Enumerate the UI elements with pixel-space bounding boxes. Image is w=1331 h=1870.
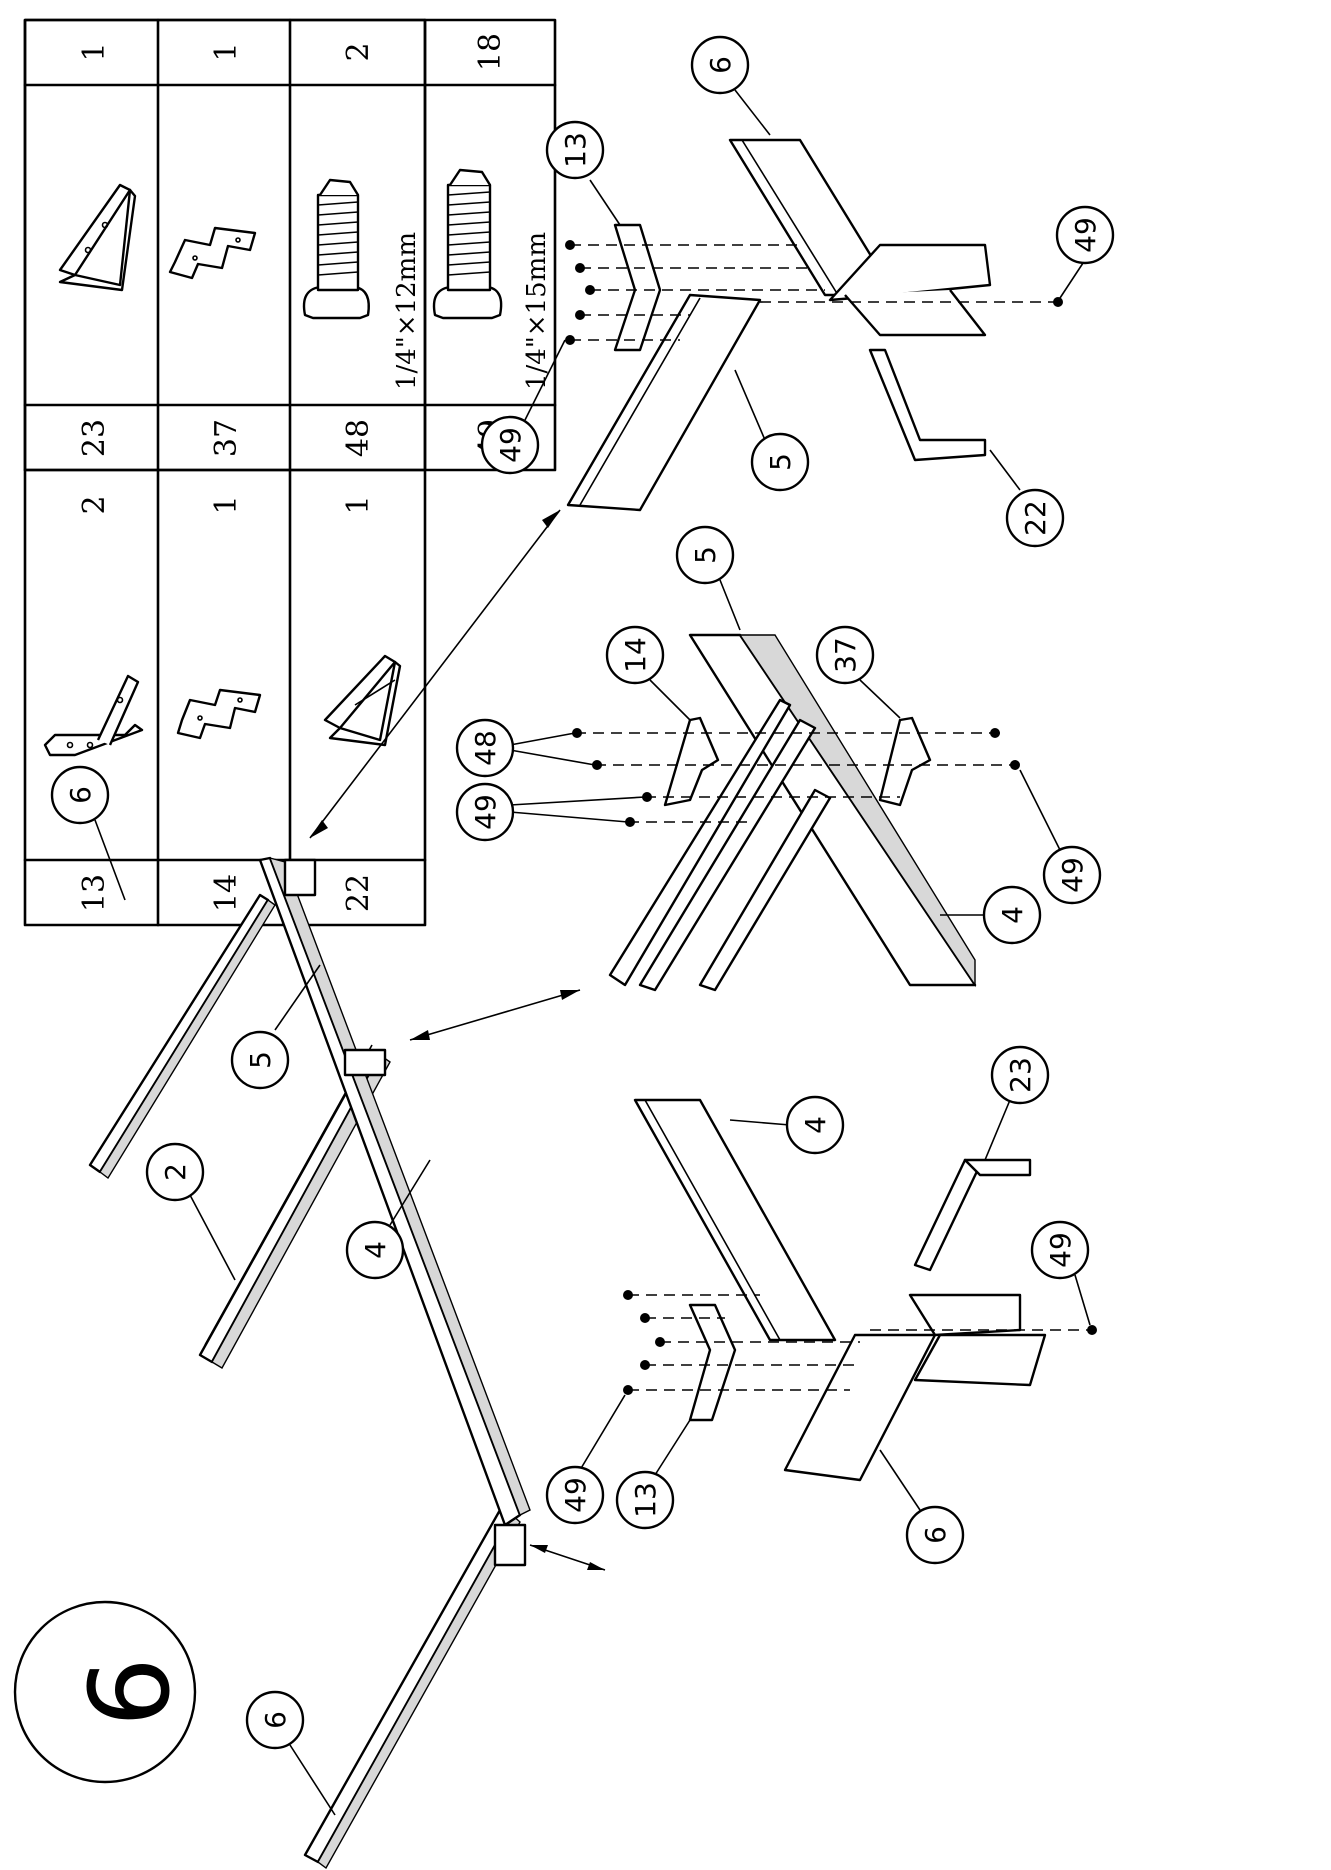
callout-bottom-49-left: 49 [545, 1465, 605, 1525]
callout-middle-48: 48 [455, 718, 515, 778]
svg-text:49: 49 [559, 1477, 592, 1513]
table-id-14: 14 [209, 874, 244, 912]
screws-top [565, 240, 1063, 345]
svg-text:49: 49 [1069, 217, 1102, 253]
table-qty-13: 2 [77, 495, 112, 514]
svg-text:22: 22 [1019, 500, 1052, 536]
detail-bottom [623, 1098, 1097, 1482]
screw-size-48: 1/4"×12mm [392, 232, 422, 390]
callout-bottom-49-right: 49 [1030, 1220, 1090, 1280]
detail-top [565, 138, 1063, 512]
svg-text:49: 49 [494, 427, 527, 463]
svg-text:4: 4 [799, 1116, 832, 1134]
callout-middle-49-right: 49 [1042, 845, 1102, 905]
callout-middle-4: 4 [982, 885, 1042, 945]
table-qty-48: 2 [341, 42, 376, 61]
table-id-37: 37 [209, 419, 244, 457]
callout-top-6: 6 [690, 35, 750, 95]
part-37-image [168, 226, 257, 280]
svg-text:37: 37 [829, 637, 862, 673]
table-id-23: 23 [77, 419, 112, 457]
part-14-image [176, 688, 262, 740]
svg-text:6: 6 [64, 786, 97, 804]
screws-middle [572, 728, 1020, 827]
table-qty-22: 1 [341, 495, 376, 514]
table-qty-14: 1 [209, 495, 244, 514]
table-id-22: 22 [341, 874, 376, 912]
callout-bottom-13: 13 [615, 1470, 675, 1530]
svg-text:49: 49 [1044, 1232, 1077, 1268]
part-13-image [43, 674, 144, 757]
svg-text:5: 5 [764, 453, 797, 471]
callout-middle-37: 37 [815, 625, 875, 685]
callout-frame-6-top: 6 [50, 765, 110, 825]
svg-text:6: 6 [704, 56, 737, 74]
svg-text:48: 48 [469, 730, 502, 766]
part-23-image [58, 183, 137, 292]
callout-top-49-right: 49 [1055, 205, 1115, 265]
callout-top-49-left: 49 [480, 415, 540, 475]
callout-frame-2: 2 [145, 1142, 205, 1202]
table-id-48: 48 [341, 419, 376, 457]
callout-middle-5: 5 [675, 525, 735, 585]
svg-text:13: 13 [629, 1482, 662, 1518]
svg-text:2: 2 [159, 1163, 192, 1181]
svg-text:13: 13 [559, 132, 592, 168]
table-qty-23: 1 [77, 42, 112, 61]
callout-bottom-6: 6 [905, 1505, 965, 1565]
table-qty-37: 1 [209, 42, 244, 61]
svg-text:49: 49 [1056, 857, 1089, 893]
callout-top-13: 13 [545, 120, 605, 180]
callout-frame-4: 4 [345, 1220, 405, 1280]
callout-bottom-23: 23 [990, 1045, 1050, 1105]
svg-text:4: 4 [359, 1241, 392, 1259]
callout-frame-5: 5 [230, 1030, 290, 1090]
callout-top-5: 5 [750, 432, 810, 492]
svg-text:5: 5 [244, 1051, 277, 1069]
screw-48-image [302, 178, 370, 320]
svg-text:14: 14 [619, 637, 652, 673]
callout-leaders [94, 89, 1091, 1816]
frame-assembly [88, 509, 606, 1870]
screw-size-49: 1/4"×15mm [522, 232, 552, 390]
callout-bubbles: 6 2 5 4 6 13 6 49 5 22 49 5 14 48 49 37 … [50, 35, 1115, 1750]
callout-frame-6-bottom: 6 [245, 1690, 305, 1750]
step-number-badge: 6 [13, 1600, 197, 1784]
svg-text:23: 23 [1004, 1057, 1037, 1093]
svg-text:4: 4 [996, 906, 1029, 924]
callout-middle-14: 14 [605, 625, 665, 685]
screw-49-image [432, 168, 503, 320]
part-22-image [323, 654, 402, 747]
svg-text:5: 5 [689, 546, 722, 564]
svg-text:6: 6 [919, 1526, 952, 1544]
svg-text:6: 6 [259, 1711, 292, 1729]
svg-text:49: 49 [469, 794, 502, 830]
callout-top-22: 22 [1005, 488, 1065, 548]
table-id-13: 13 [77, 874, 112, 912]
detail-middle [572, 633, 1020, 992]
screws-bottom [623, 1290, 1097, 1395]
callout-bottom-4: 4 [785, 1095, 845, 1155]
step-number: 6 [66, 1657, 194, 1727]
callout-middle-49-left: 49 [455, 782, 515, 842]
table-qty-49: 18 [473, 33, 508, 71]
